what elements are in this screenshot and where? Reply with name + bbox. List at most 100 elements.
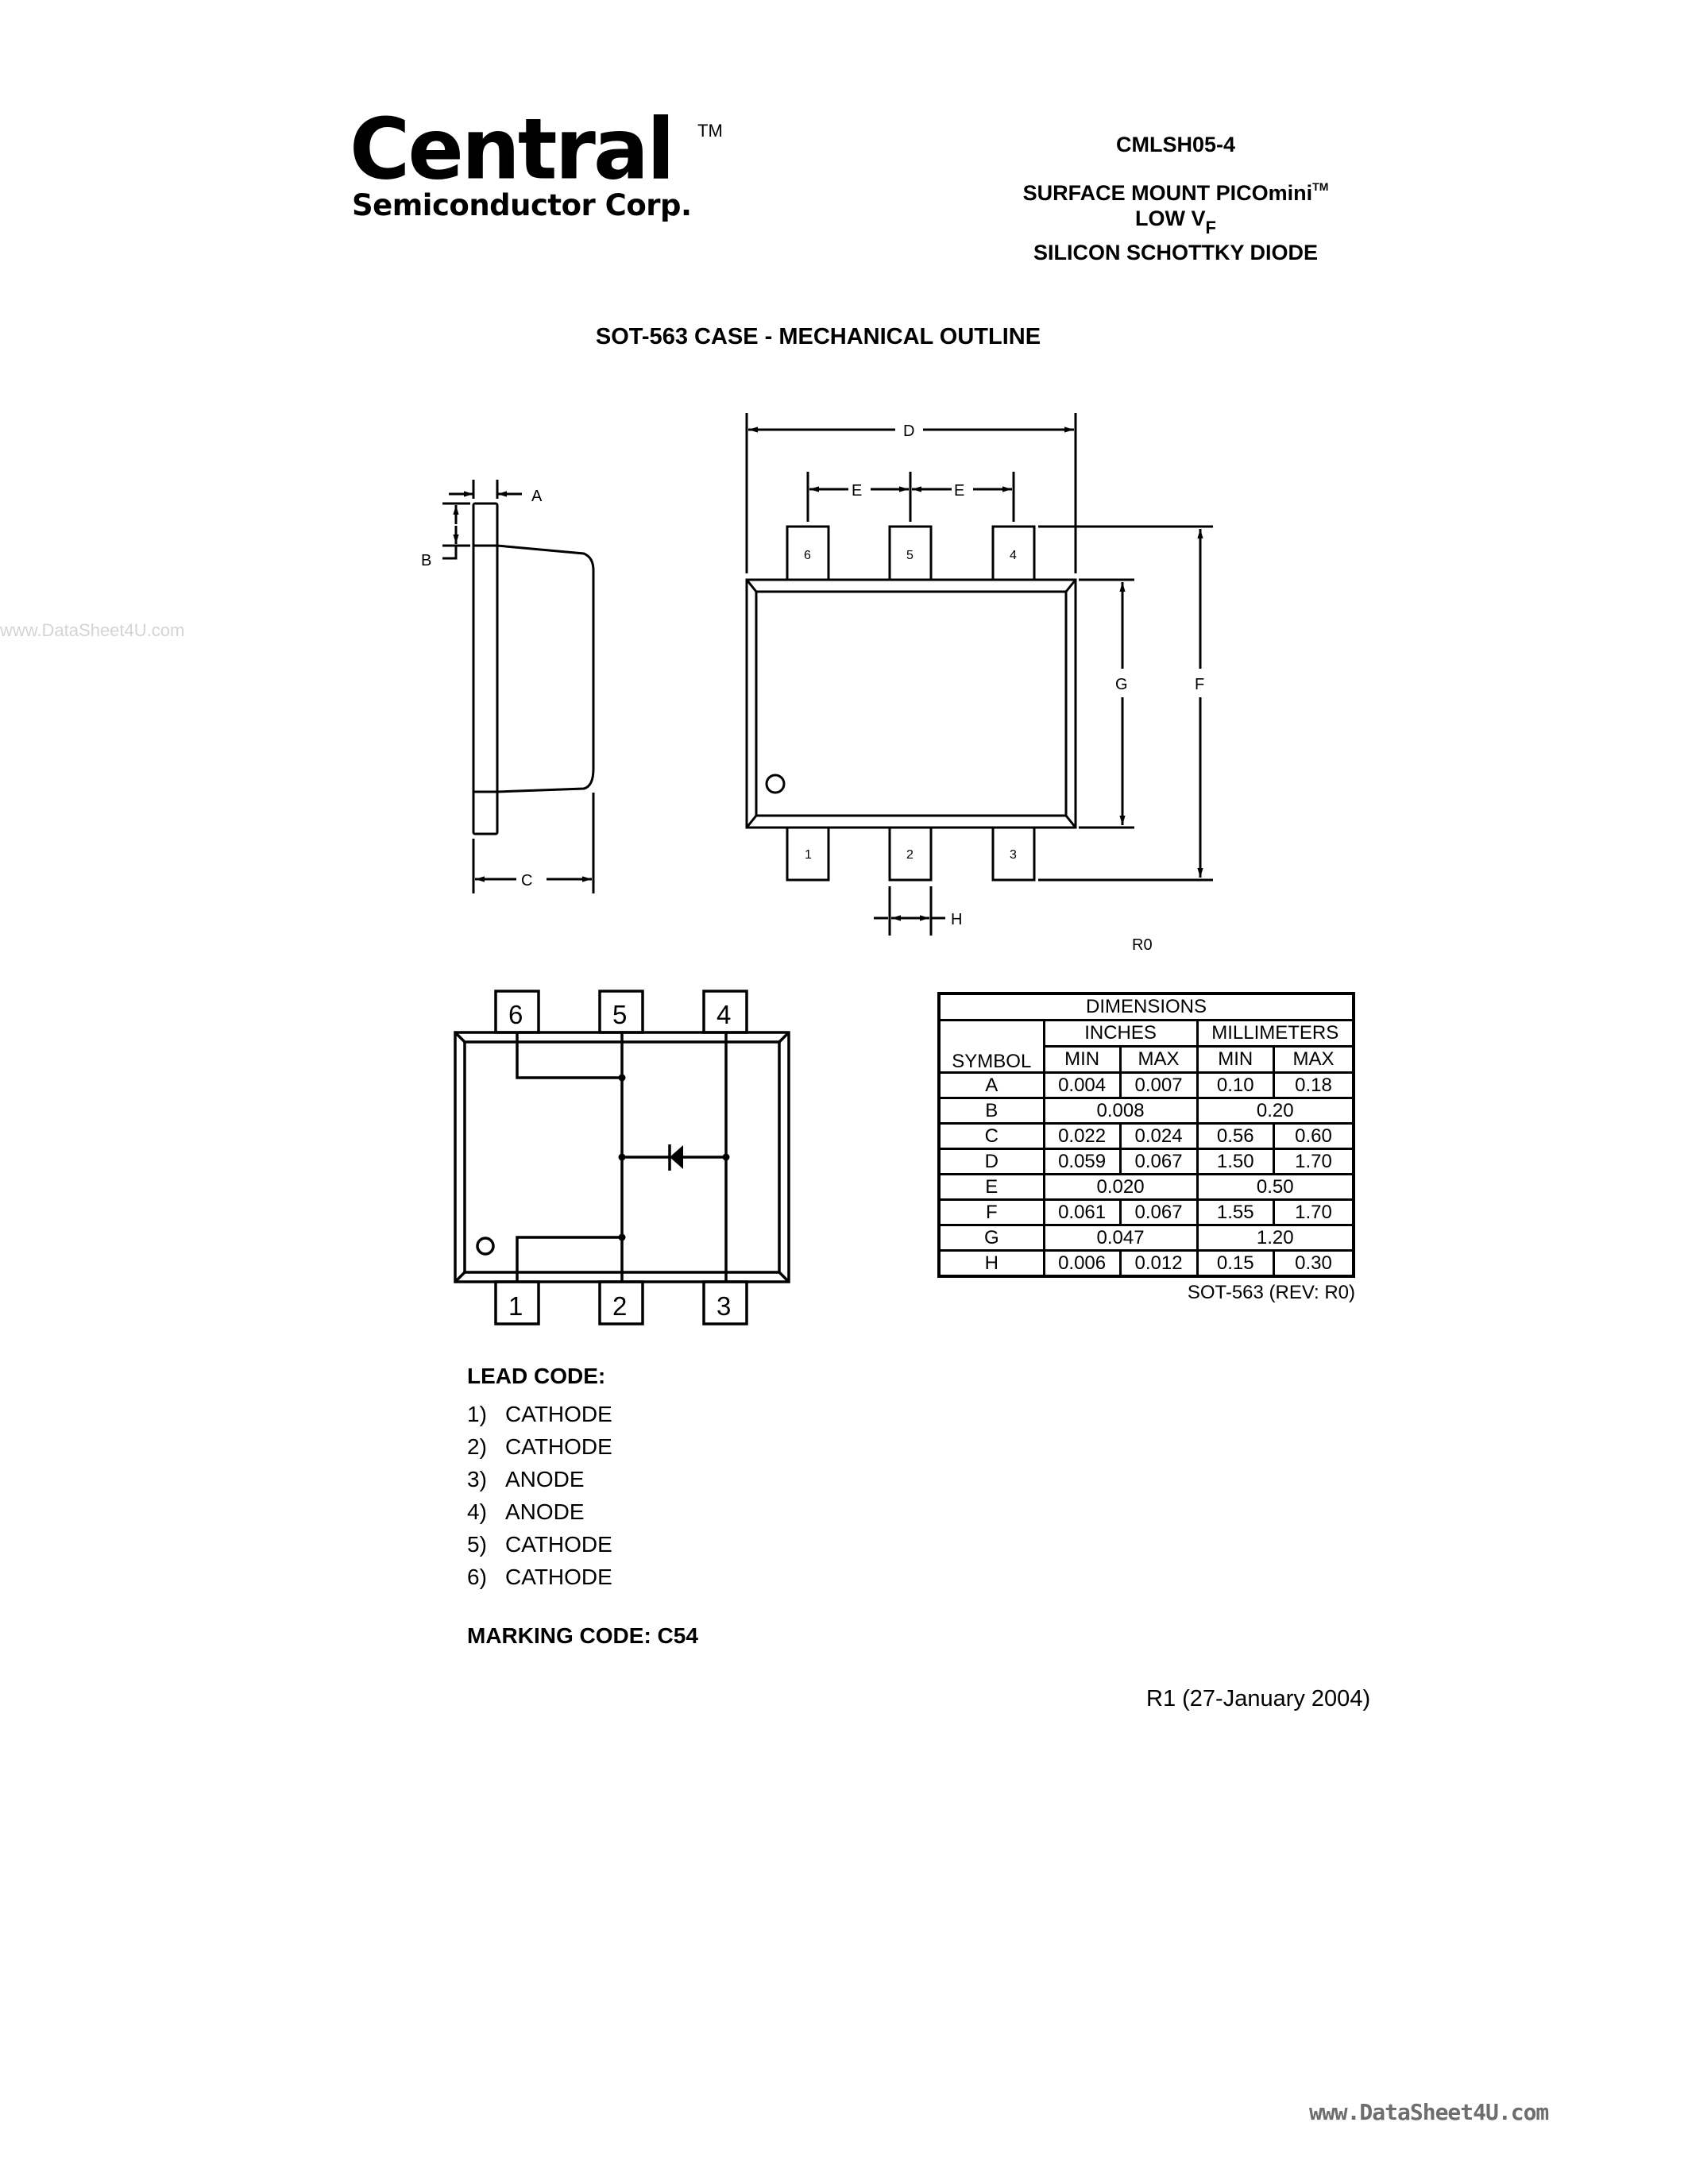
row-symbol: B <box>937 1097 1045 1125</box>
row-symbol: G <box>937 1224 1045 1252</box>
product-line-2-text: LOW V <box>1135 206 1206 230</box>
product-line-1-text: SURFACE MOUNT PICOmini <box>1022 181 1313 205</box>
lead-code-item: 5) CATHODE <box>467 1534 612 1556</box>
table-title: DIMENSIONS <box>937 992 1355 1021</box>
product-line-1: SURFACE MOUNT PICOminiTM <box>937 181 1414 205</box>
table-row: B 0.008 0.20 <box>937 1097 1355 1125</box>
company-logo: Central <box>350 99 675 199</box>
dim-label-b: B <box>421 552 431 569</box>
inches-nominal: 0.047 <box>1042 1224 1199 1252</box>
lead-code-item: 2) CATHODE <box>467 1436 612 1458</box>
lead-number: 5) <box>467 1532 487 1557</box>
mm-max: 0.18 <box>1272 1071 1355 1099</box>
dim-label-e-left: E <box>852 482 862 500</box>
inches-nominal: 0.008 <box>1042 1097 1199 1125</box>
inches-min: 0.061 <box>1042 1198 1122 1226</box>
row-symbol: A <box>937 1071 1045 1099</box>
inches-max: 0.012 <box>1118 1249 1199 1278</box>
inches-max: 0.007 <box>1118 1071 1199 1099</box>
inches-header: INCHES <box>1042 1019 1199 1048</box>
lead-number: 3) <box>467 1467 487 1491</box>
dim-label-a: A <box>531 488 543 505</box>
lead-number: 6) <box>467 1565 487 1589</box>
product-line-2: LOW VF <box>937 206 1414 237</box>
mm-min: 0.56 <box>1196 1122 1275 1150</box>
product-line-3: SILICON SCHOTTKY DIODE <box>1033 241 1319 264</box>
row-symbol: C <box>937 1122 1045 1150</box>
lead-function: ANODE <box>505 1499 585 1524</box>
lead-function: CATHODE <box>505 1532 612 1557</box>
inches-nominal: 0.020 <box>1042 1173 1199 1201</box>
inches-max: 0.024 <box>1118 1122 1199 1150</box>
dim-label-e-right: E <box>954 482 964 500</box>
inches-max: 0.067 <box>1118 1198 1199 1226</box>
table-row: F 0.061 0.067 1.55 1.70 <box>937 1198 1355 1226</box>
bottom-pin-1-label: 1 <box>805 848 812 862</box>
dimensions-table: DIMENSIONS SYMBOL INCHES MILLIMETERS MIN… <box>937 992 1355 1278</box>
mm-nominal: 0.50 <box>1196 1173 1355 1201</box>
lead-function: ANODE <box>505 1467 585 1491</box>
pinout-pin-2-label: 2 <box>612 1291 627 1321</box>
mm-max: 0.60 <box>1272 1122 1355 1150</box>
lead-number: 2) <box>467 1434 487 1459</box>
table-row: D 0.059 0.067 1.50 1.70 <box>937 1148 1355 1175</box>
lead-function: CATHODE <box>505 1434 612 1459</box>
inches-min: 0.006 <box>1042 1249 1122 1278</box>
mm-nominal: 1.20 <box>1196 1224 1355 1252</box>
mm-nominal: 0.20 <box>1196 1097 1355 1125</box>
mm-min: 0.15 <box>1196 1249 1275 1278</box>
table-caption: SOT-563 (REV: R0) <box>1187 1282 1355 1303</box>
table-row: H 0.006 0.012 0.15 0.30 <box>937 1249 1355 1278</box>
table-row: A 0.004 0.007 0.10 0.18 <box>937 1071 1355 1099</box>
lead-code-item: 3) ANODE <box>467 1468 585 1491</box>
revision-note: R1 (27-January 2004) <box>1146 1686 1371 1711</box>
part-number: CMLSH05-4 <box>1115 133 1236 156</box>
mm-min: 1.55 <box>1196 1198 1275 1226</box>
inches-min: 0.004 <box>1042 1071 1122 1099</box>
lead-number: 4) <box>467 1499 487 1524</box>
bottom-pin-3-label: 3 <box>1010 848 1017 862</box>
mm-min: 0.10 <box>1196 1071 1275 1099</box>
watermark-left[interactable]: www.DataSheet4U.com <box>0 620 185 640</box>
vf-subscript: F <box>1205 218 1216 237</box>
mm-max: 1.70 <box>1272 1148 1355 1175</box>
marking-code: MARKING CODE: C54 <box>467 1623 698 1648</box>
table-row: E 0.020 0.50 <box>937 1173 1355 1201</box>
bottom-pin-2-label: 2 <box>906 848 914 862</box>
symbol-header: SYMBOL <box>937 1019 1045 1074</box>
lead-code-item: 1) CATHODE <box>467 1403 612 1426</box>
lead-number: 1) <box>467 1402 487 1426</box>
mm-max: 0.30 <box>1272 1249 1355 1278</box>
watermark-bottom-right[interactable]: www.DataSheet4U.com <box>1309 2099 1549 2125</box>
pinout-pin-3-label: 3 <box>717 1291 731 1321</box>
mm-max: 1.70 <box>1272 1198 1355 1226</box>
row-symbol: H <box>937 1249 1045 1278</box>
dim-label-d: D <box>903 423 914 440</box>
lead-code-title: LEAD CODE: <box>467 1364 606 1388</box>
company-subtitle: Semiconductor Corp. <box>352 188 692 222</box>
inches-max-header: MAX <box>1118 1045 1199 1074</box>
lead-function: CATHODE <box>505 1402 612 1426</box>
top-pin-4-label: 4 <box>1010 549 1017 562</box>
mm-min: 1.50 <box>1196 1148 1275 1175</box>
top-view-outline <box>745 413 1213 936</box>
inches-max: 0.067 <box>1118 1148 1199 1175</box>
lead-function: CATHODE <box>505 1565 612 1589</box>
row-symbol: E <box>937 1173 1045 1201</box>
lead-code-item: 6) CATHODE <box>467 1566 612 1588</box>
dim-label-f: F <box>1195 676 1204 693</box>
pinout-pin-4-label: 4 <box>717 1000 731 1029</box>
row-symbol: D <box>937 1148 1045 1175</box>
dim-label-h: H <box>951 911 962 928</box>
logo-trademark: TM <box>697 121 723 141</box>
drawing-revision: R0 <box>1132 936 1153 954</box>
mm-max-header: MAX <box>1272 1045 1355 1074</box>
lead-code-item: 4) ANODE <box>467 1501 585 1523</box>
top-pin-5-label: 5 <box>906 549 914 562</box>
inches-min-header: MIN <box>1042 1045 1122 1074</box>
inches-min: 0.059 <box>1042 1148 1122 1175</box>
millimeters-header: MILLIMETERS <box>1196 1019 1355 1048</box>
side-view-outline <box>442 480 595 893</box>
inches-min: 0.022 <box>1042 1122 1122 1150</box>
